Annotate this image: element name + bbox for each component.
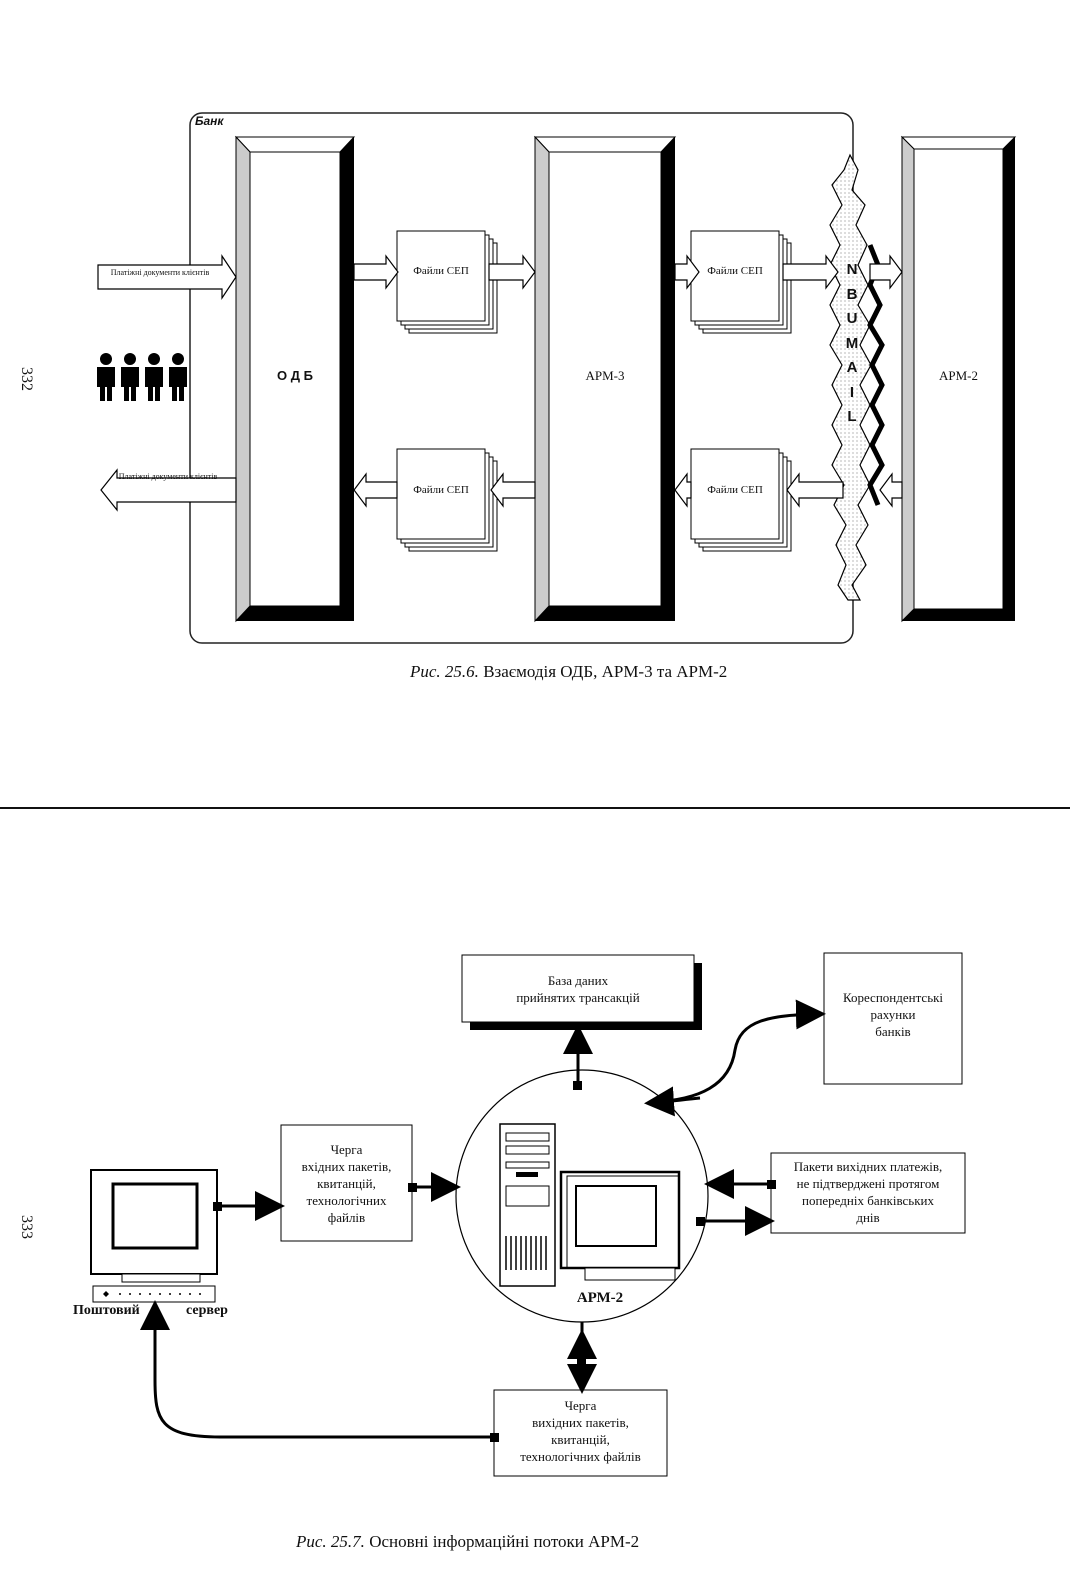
incoming-queue-line: файлів	[327, 1210, 366, 1225]
correspondent-label: Кореспондентські рахунки банків	[824, 989, 962, 1040]
odb-block	[234, 135, 356, 623]
incoming-queue-label: Черга вхідних пакетів, квитанцій, технол…	[281, 1141, 412, 1226]
figure1-caption-text: Взаємодія ОДБ, АРМ-3 та АРМ-2	[483, 662, 728, 681]
nbu-mail-letter: L	[847, 408, 857, 425]
sep-files-stack-3	[396, 448, 498, 552]
figure1-caption: Рис. 25.6. Взаємодія ОДБ, АРМ-3 та АРМ-2	[410, 662, 727, 682]
pending-packets-label: Пакети вихідних платежів, не підтверджен…	[771, 1158, 965, 1226]
nbu-mail-cloud	[829, 153, 872, 601]
outgoing-queue-line: вихідних пакетів,	[532, 1415, 629, 1430]
figure2-caption-text: Основні інформаційні потоки АРМ-2	[369, 1532, 640, 1551]
nbu-mail-letter: U	[846, 310, 858, 327]
figure-arm2-flows-diagram	[90, 952, 966, 1477]
incoming-queue-line: технологічних	[306, 1193, 387, 1208]
database-line: прийнятих трансакцій	[516, 990, 640, 1005]
arm2-label: АРМ-2	[938, 368, 978, 383]
figure1-caption-prefix: Рис. 25.6.	[410, 662, 479, 681]
incoming-queue-line: вхідних пакетів,	[301, 1159, 392, 1174]
arrow-outgoing-docs	[100, 468, 237, 512]
page-divider	[0, 807, 1070, 809]
database-box	[461, 954, 695, 1023]
figure2-caption-prefix: Рис. 25.7.	[296, 1532, 365, 1551]
pending-packets-line: попередніх банківських	[801, 1193, 935, 1208]
incoming-queue-line: Черга	[330, 1142, 363, 1157]
pending-packets-box	[770, 1152, 966, 1234]
sep-files-label-3: Файли СЕП	[413, 484, 469, 496]
monitor-icon	[559, 1170, 681, 1281]
figure2-caption: Рис. 25.7. Основні інформаційні потоки А…	[296, 1532, 639, 1552]
nbu-mail-letter: N	[846, 261, 858, 278]
nbu-mail-letter: I	[849, 383, 855, 401]
odb-label: О Д Б	[277, 368, 313, 383]
correspondent-line: Кореспондентські	[842, 990, 944, 1005]
pending-packets-line: Пакети вихідних платежів,	[793, 1159, 943, 1174]
sep-files-label-2: Файли СЕП	[707, 265, 763, 277]
sep-files-stack-2	[690, 230, 792, 334]
clients-icon	[97, 353, 187, 401]
bank-label: Банк	[195, 114, 224, 128]
sep-files-label-4: Файли СЕП	[707, 484, 763, 496]
incoming-docs-label: Платіжні документи клієнтів	[110, 268, 210, 277]
arm3-label: АРМ-3	[585, 368, 625, 383]
database-line: База даних	[547, 973, 609, 988]
pc-tower-icon	[499, 1123, 556, 1287]
arm2-block	[900, 135, 1017, 623]
sep-files-stack-1	[396, 230, 498, 334]
sep-files-label-1: Файли СЕП	[413, 265, 469, 277]
incoming-queue-box	[280, 1124, 413, 1242]
arm2-circle-label: АРМ-2	[576, 1290, 624, 1306]
outgoing-docs-label: Платіжні документи клієнтів	[118, 472, 218, 481]
sep-files-stack-4	[690, 448, 792, 552]
nbu-mail-label: N B U M A I L	[842, 258, 862, 430]
arm3-block	[533, 135, 677, 623]
mail-server-label-right: сервер	[186, 1303, 228, 1318]
pending-packets-line: не підтверджені протягом	[796, 1176, 940, 1191]
outgoing-queue-line: технологічних файлів	[520, 1449, 641, 1464]
outgoing-queue-label: Черга вихідних пакетів, квитанцій, техно…	[494, 1397, 667, 1465]
figure-odb-arm3-arm2-diagram	[97, 112, 1017, 644]
database-label: База даних прийнятих трансакцій	[462, 972, 694, 1006]
nbu-mail-letter: M	[845, 334, 859, 352]
nbu-mail-letter: B	[846, 285, 858, 303]
correspondent-line: рахунки	[870, 1007, 916, 1022]
correspondent-box	[823, 952, 963, 1085]
pending-packets-line: днів	[856, 1210, 880, 1225]
outgoing-queue-line: квитанцій,	[551, 1432, 610, 1447]
mail-server-label-left: Поштовий	[73, 1303, 140, 1318]
correspondent-line: банків	[875, 1024, 911, 1039]
incoming-queue-line: квитанцій,	[317, 1176, 376, 1191]
nbu-mail-letter: A	[846, 359, 858, 376]
arrow-incoming-docs	[97, 254, 237, 300]
outgoing-queue-line: Черга	[564, 1398, 597, 1413]
outgoing-queue-box	[493, 1389, 668, 1477]
mail-server-icon	[90, 1169, 218, 1303]
